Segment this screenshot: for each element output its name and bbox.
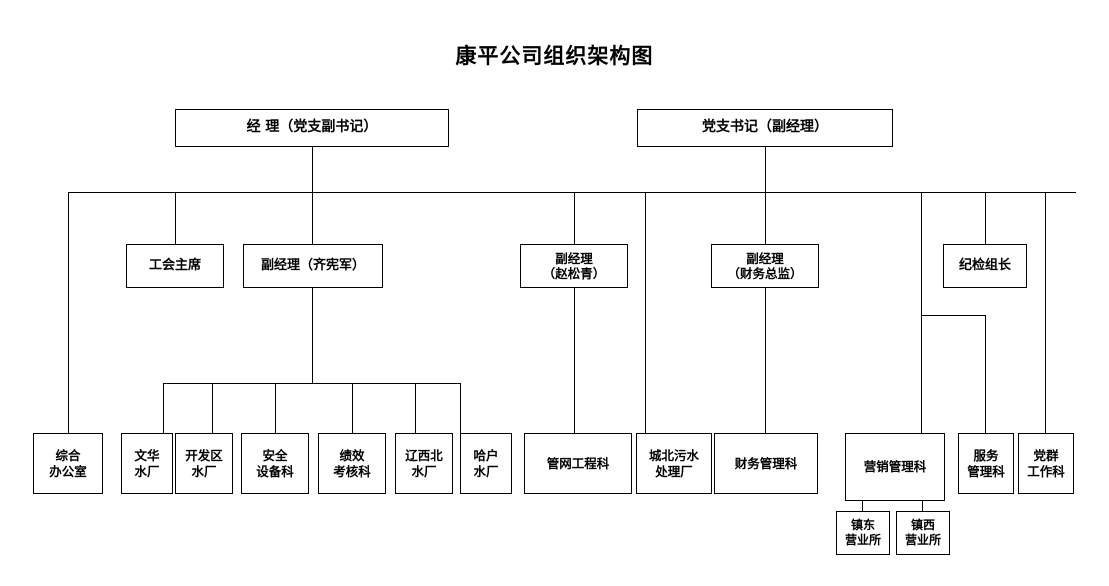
- connector-n4-to-n10: [212, 383, 213, 433]
- connector-bus-to-n20: [1045, 192, 1046, 433]
- sub-bus-n7: [921, 315, 986, 316]
- connector-n4-to-n12: [352, 383, 353, 433]
- node-deputy-manager-zhaosongqing[interactable]: 副经理 （赵松青）: [520, 244, 628, 288]
- node-pipeline-engineering-dept[interactable]: 管网工程科: [524, 433, 632, 494]
- node-performance-assessment-dept[interactable]: 绩效 考核科: [318, 433, 386, 494]
- connector-bus-to-n8: [68, 192, 69, 433]
- node-general-office[interactable]: 综合 办公室: [33, 433, 103, 494]
- node-hahu-waterworks[interactable]: 哈户 水厂: [460, 433, 512, 494]
- connector-n18-to-n21: [862, 501, 863, 511]
- node-liaoxibei-waterworks[interactable]: 辽西北 水厂: [395, 433, 453, 494]
- node-marketing-management-dept[interactable]: 营销管理科: [845, 433, 945, 501]
- node-discipline-inspection-leader[interactable]: 纪检组长: [943, 244, 1027, 288]
- chart-title: 康平公司组织架构图: [455, 43, 654, 68]
- node-service-management-dept[interactable]: 服务 管理科: [958, 433, 1014, 494]
- connector-n4-to-n9: [163, 383, 164, 433]
- connector-n5-down: [574, 288, 575, 433]
- node-deputy-manager-qixianjun[interactable]: 副经理（齐宪军）: [243, 244, 383, 288]
- node-deputy-manager-cfo[interactable]: 副经理 （财务总监）: [711, 244, 819, 288]
- connector-n5-branch-down: [645, 192, 646, 433]
- node-chengbei-sewage-plant[interactable]: 城北污水 处理厂: [636, 433, 712, 494]
- connector-n4-to-n13: [415, 383, 416, 433]
- connector-n7-to-n19: [985, 315, 986, 433]
- connector-bus-to-n6: [765, 192, 766, 244]
- connector-n4-to-n11: [275, 383, 276, 433]
- connector-n18-to-n22: [922, 501, 923, 511]
- connector-bus-to-n4: [312, 192, 313, 244]
- connector-bus-to-n5: [574, 192, 575, 244]
- node-zhenxi-business-office[interactable]: 镇西 营业所: [896, 511, 950, 555]
- node-wenhua-waterworks[interactable]: 文华 水厂: [121, 433, 173, 494]
- connector-n4-to-n14: [460, 383, 461, 433]
- node-party-work-dept[interactable]: 党群 工作科: [1018, 433, 1074, 494]
- node-party-secretary[interactable]: 党支书记（副经理）: [637, 109, 893, 147]
- sub-bus-n4: [163, 383, 460, 384]
- connector-n2-down: [765, 147, 766, 192]
- main-horizontal-bus: [68, 192, 1076, 193]
- connector-n1-down: [312, 147, 313, 192]
- connector-n4-down: [312, 288, 313, 383]
- connector-bus-to-n7: [985, 192, 986, 244]
- node-union-chairman[interactable]: 工会主席: [126, 244, 224, 288]
- connector-bus-to-n3: [175, 192, 176, 244]
- node-general-manager[interactable]: 经 理（党支副书记）: [175, 109, 449, 147]
- connector-n7-down: [921, 192, 922, 433]
- node-safety-equipment-dept[interactable]: 安全 设备科: [241, 433, 309, 494]
- node-finance-management-dept[interactable]: 财务管理科: [714, 433, 818, 494]
- node-zhendong-business-office[interactable]: 镇东 营业所: [836, 511, 890, 555]
- connector-n6-down: [765, 288, 766, 433]
- node-development-zone-waterworks[interactable]: 开发区 水厂: [175, 433, 233, 494]
